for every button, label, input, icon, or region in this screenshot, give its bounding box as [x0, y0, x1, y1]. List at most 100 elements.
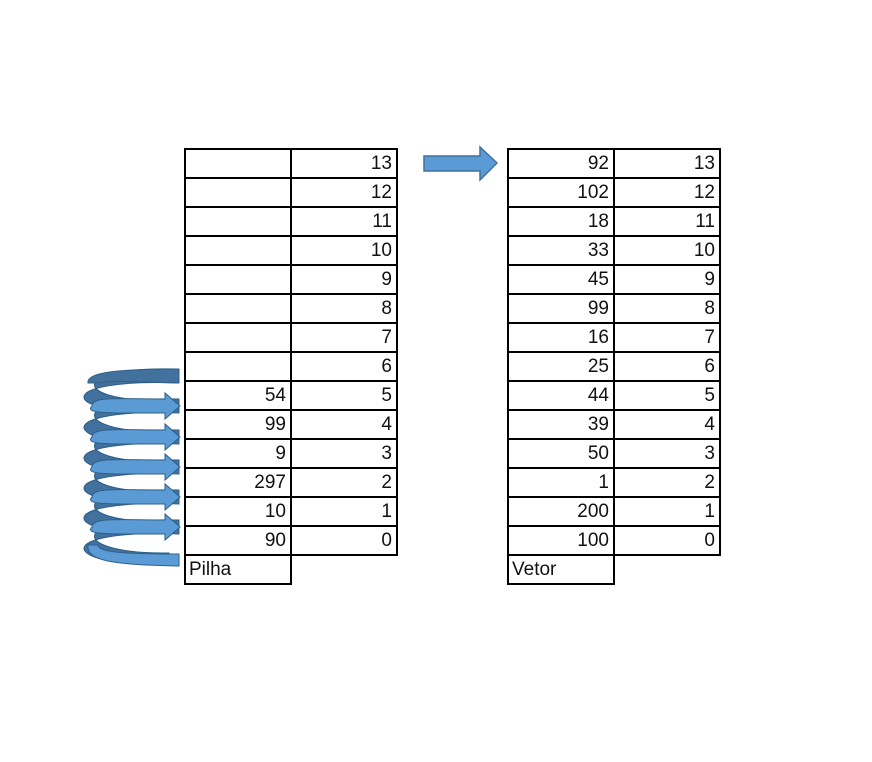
pilha-value-cell: 10: [184, 496, 292, 527]
pilha-index-cell: 9: [290, 264, 398, 295]
spiral-bottom-cap: [87, 544, 180, 567]
pilha-index-cell: 12: [290, 177, 398, 208]
pilha-index-cell: 6: [290, 351, 398, 382]
spiral-arrow-head: [90, 422, 181, 452]
vetor-index-cell: 9: [613, 264, 721, 295]
vetor-index-cell: 8: [613, 293, 721, 324]
pilha-value-cell: 9: [184, 438, 292, 469]
vetor-label-row: Vetor: [507, 554, 720, 585]
pilha-row: 9: [184, 264, 398, 295]
vetor-index-cell: 0: [613, 525, 721, 556]
pilha-value-cell: 297: [184, 467, 292, 498]
pilha-row: 8: [184, 293, 398, 324]
vetor-value-cell: 100: [507, 525, 615, 556]
spiral-arrow-head: [90, 452, 181, 482]
vetor-index-cell: 2: [613, 467, 721, 498]
vetor-index-cell: 10: [613, 235, 721, 266]
pilha-value-cell: 90: [184, 525, 292, 556]
spiral-arrow-head: [90, 512, 181, 542]
vetor-index-cell: 7: [613, 322, 721, 353]
vetor-value-cell: 102: [507, 177, 615, 208]
vetor-value-cell: 92: [507, 148, 615, 179]
pilha-row: 13: [184, 148, 398, 179]
pilha-value-cell: [184, 235, 292, 266]
spiral-arrow-head: [90, 391, 181, 421]
pilha-label: Pilha: [184, 554, 292, 585]
vetor-index-cell: 1: [613, 496, 721, 527]
vetor-value-cell: 16: [507, 322, 615, 353]
vetor-value-cell: 25: [507, 351, 615, 382]
vetor-index-cell: 5: [613, 380, 721, 411]
vetor-value-cell: 45: [507, 264, 615, 295]
vetor-value-cell: 50: [507, 438, 615, 469]
pilha-index-cell: 4: [290, 409, 398, 440]
vetor-value-cell: 33: [507, 235, 615, 266]
vetor-label: Vetor: [507, 554, 615, 585]
pilha-index-cell: 1: [290, 496, 398, 527]
pilha-index-cell: 7: [290, 322, 398, 353]
spiral-arrow-head: [90, 482, 181, 512]
vetor-index-cell: 3: [613, 438, 721, 469]
pilha-index-cell: 5: [290, 380, 398, 411]
pilha-value-cell: [184, 264, 292, 295]
pilha-row: 12: [184, 177, 398, 208]
vetor-value-cell: 200: [507, 496, 615, 527]
pilha-value-cell: [184, 351, 292, 382]
vetor-index-cell: 12: [613, 177, 721, 208]
spiral-arrows-icon: [83, 368, 181, 567]
pilha-row: 11: [184, 206, 398, 237]
vetor-value-cell: 39: [507, 409, 615, 440]
vetor-value-cell: 44: [507, 380, 615, 411]
pilha-value-cell: [184, 206, 292, 237]
pilha-value-cell: [184, 177, 292, 208]
pilha-row: 7: [184, 322, 398, 353]
pilha-value-cell: [184, 293, 292, 324]
pilha-index-cell: 3: [290, 438, 398, 469]
pilha-index-cell: 10: [290, 235, 398, 266]
pilha-row: 6: [184, 351, 398, 382]
pilha-value-cell: 54: [184, 380, 292, 411]
pilha-index-cell: 2: [290, 467, 398, 498]
pilha-value-cell: [184, 322, 292, 353]
vetor-index-cell: 11: [613, 206, 721, 237]
pilha-row: 10: [184, 235, 398, 266]
vetor-value-cell: 18: [507, 206, 615, 237]
spiral-top-cap: [87, 368, 180, 384]
vetor-index-cell: 13: [613, 148, 721, 179]
vetor-index-cell: 4: [613, 409, 721, 440]
pilha-label-row: Pilha: [184, 554, 397, 585]
transfer-arrow-icon: [423, 145, 499, 182]
pilha-index-cell: 11: [290, 206, 398, 237]
vetor-value-cell: 1: [507, 467, 615, 498]
pilha-value-cell: 99: [184, 409, 292, 440]
pilha-index-cell: 13: [290, 148, 398, 179]
pilha-index-cell: 8: [290, 293, 398, 324]
pilha-index-cell: 0: [290, 525, 398, 556]
vetor-index-cell: 6: [613, 351, 721, 382]
